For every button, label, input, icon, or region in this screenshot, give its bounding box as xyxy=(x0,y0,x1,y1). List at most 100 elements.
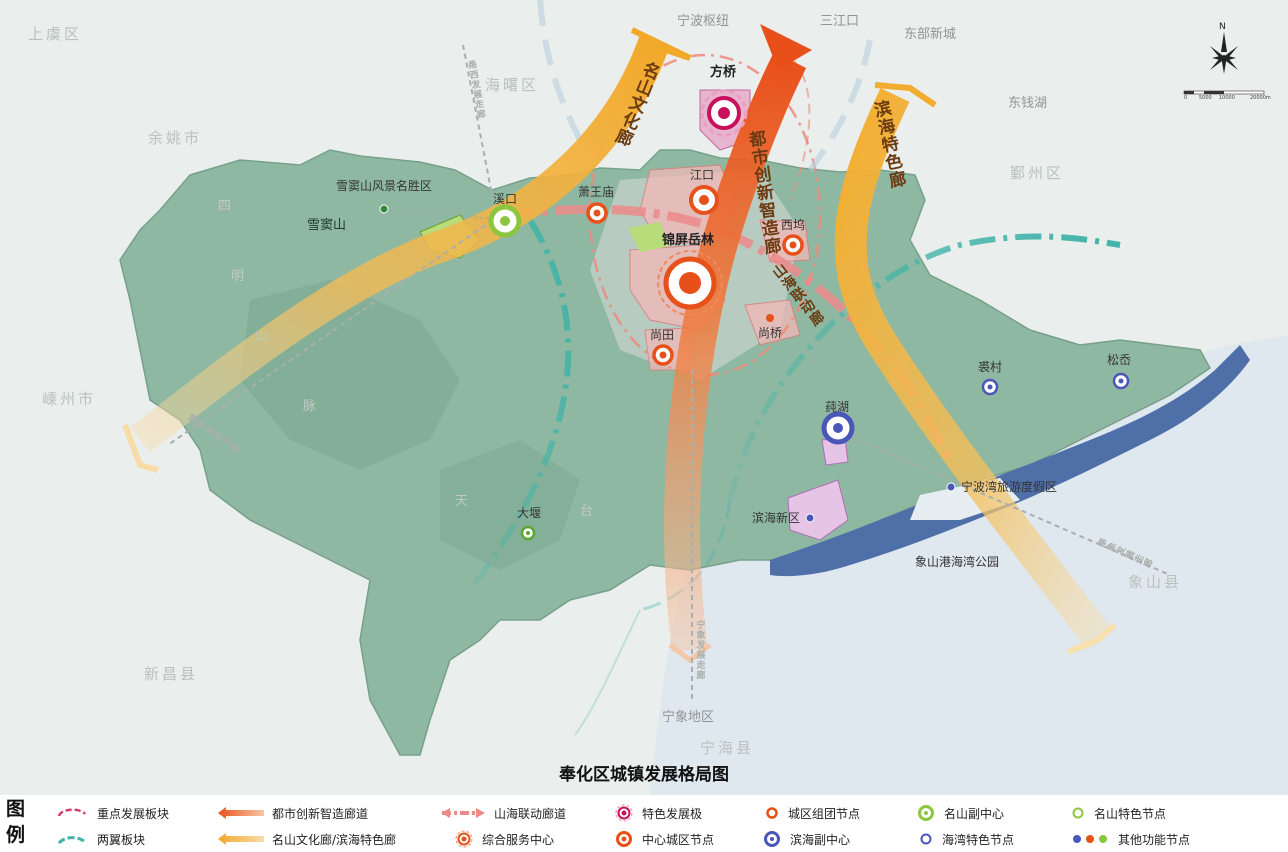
label-xiangshan-gulf: 象山港海湾公园 xyxy=(915,555,1000,569)
label-xuedou-mountain: 雪窦山 xyxy=(307,218,347,233)
map-title: 奉化区城镇发展格局图 xyxy=(559,765,729,785)
binhai-corridor-tail xyxy=(1066,622,1117,655)
mingshan-corridor-head xyxy=(630,27,692,61)
legend-two-wings: 两翼板块 xyxy=(55,830,145,848)
legend-heading: 图例 xyxy=(6,798,26,846)
label-xikou: 溪口 xyxy=(493,192,518,206)
node-dayan[interactable] xyxy=(520,525,536,541)
label-xiangshan: 象山县 xyxy=(1128,573,1183,591)
label-dayan: 大堰 xyxy=(517,506,542,520)
legend-key-block: 重点发展板块 xyxy=(55,804,169,822)
scale-label-1: 5000 xyxy=(1199,95,1212,101)
north-label: N xyxy=(1219,22,1226,32)
shanhai-corridor-swatch-icon xyxy=(441,808,485,818)
label-ningxiang-road: 宁象发展走廊 xyxy=(694,620,705,680)
mingshan-corridor-band xyxy=(130,34,671,453)
node-songao[interactable] xyxy=(1112,372,1130,390)
node-xiaowangmiao[interactable] xyxy=(586,202,608,224)
feature-pole-swatch-icon xyxy=(615,804,633,822)
mingshan-corridor-tail xyxy=(122,423,159,473)
binhai-corridor-head xyxy=(874,82,937,108)
map-canvas: 上虞区 海曙区 余姚市 嵊州市 新昌县 宁海县 鄞州区 象山县 宁波枢纽 三江口… xyxy=(0,0,1288,795)
label-yuyao: 余姚市 xyxy=(148,129,203,147)
label-xiaowangmiao: 萧王庙 xyxy=(578,185,615,199)
node-shangqiao[interactable] xyxy=(766,314,774,322)
legend-binhai-sub: 滨海副中心 xyxy=(762,830,850,848)
legend-other-node: 其他功能节点 xyxy=(1070,830,1190,848)
legend-mountain-node: 名山特色节点 xyxy=(1070,804,1166,822)
legend-mountain-sub: 名山副中心 xyxy=(916,804,1004,822)
node-binhai-new[interactable] xyxy=(805,513,815,523)
node-jinping-service[interactable] xyxy=(657,250,723,316)
node-jiangkou[interactable] xyxy=(689,185,719,215)
node-xikou[interactable] xyxy=(488,204,522,238)
legend-dushi-corridor: 都市创新智造廊道 xyxy=(218,804,368,822)
scenic-link-line xyxy=(383,208,495,220)
node-ningbo-bay[interactable] xyxy=(946,482,956,492)
label-jinping: 锦屏岳林 xyxy=(662,233,715,248)
label-ningxiang: 宁象地区 xyxy=(662,710,715,725)
label-peicun: 裘村 xyxy=(978,360,1003,374)
node-xuedou-scenic[interactable] xyxy=(379,204,389,214)
legend-service-center: 综合服务中心 xyxy=(454,830,554,848)
label-mountain-tai: 台 xyxy=(580,504,595,519)
north-arrow-icon xyxy=(1210,32,1238,74)
wing-arc-west xyxy=(467,218,572,592)
label-ningbo-hub: 宁波枢纽 xyxy=(677,14,730,29)
dushi-corridor-arrow xyxy=(760,24,812,70)
key-block-swatch-icon xyxy=(57,808,87,817)
mountain-shade-south xyxy=(440,440,580,570)
label-dongbu: 东部新城 xyxy=(904,27,957,42)
key-block-north-arc xyxy=(779,49,811,201)
bay-node-swatch-icon xyxy=(920,833,932,845)
label-mountain-ming: 明 xyxy=(231,269,246,284)
scale-label-0: 0 xyxy=(1184,95,1188,101)
node-shangtian[interactable] xyxy=(652,344,674,366)
legend-feature-pole: 特色发展极 xyxy=(614,804,702,822)
dushi-corridor-tail xyxy=(668,643,712,664)
dushi-corridor-swatch-icon xyxy=(218,807,264,819)
legend-center-node: 中心城区节点 xyxy=(614,830,714,848)
node-peicun[interactable] xyxy=(981,378,999,396)
legend-cluster-node: 城区组团节点 xyxy=(764,804,860,822)
north-hint-arc xyxy=(537,0,583,142)
label-sanjiangkou: 三江口 xyxy=(820,14,860,29)
node-chunhu[interactable] xyxy=(821,411,855,445)
label-jiangkou: 江口 xyxy=(690,168,715,182)
wing-arc-west-tail xyxy=(574,609,641,736)
label-xiwu: 西坞 xyxy=(781,218,806,232)
wing-arc-east xyxy=(727,233,1121,501)
node-xiwu[interactable] xyxy=(782,234,804,256)
mountain-node-swatch-icon xyxy=(1072,807,1084,819)
label-mountain-tian: 天 xyxy=(455,494,470,509)
label-binhai-new: 滨海新区 xyxy=(752,511,801,525)
label-fangqiao: 方桥 xyxy=(710,65,737,80)
center-node-swatch-icon xyxy=(616,831,632,847)
label-dongqianhu: 东钱湖 xyxy=(1008,96,1048,111)
label-mountain-shan: 山 xyxy=(255,329,270,344)
map-graphic xyxy=(0,0,1288,795)
legend-shanhai-corridor: 山海联动廊道 xyxy=(440,804,566,822)
label-ningbo-bay: 宁波湾旅游度假区 xyxy=(961,480,1058,494)
fengxiang-road-line xyxy=(839,431,1171,576)
urban-block-shangqiao xyxy=(744,299,801,346)
label-songao: 松岙 xyxy=(1107,353,1132,367)
other-node-swatch-icon xyxy=(1073,835,1107,843)
culture-corridor-swatch-icon xyxy=(218,833,264,845)
scale-label-3: 20000m xyxy=(1250,95,1271,101)
node-fangqiao-pole[interactable] xyxy=(700,89,748,137)
mountain-sub-swatch-icon xyxy=(918,805,934,821)
label-shengzhou: 嵊州市 xyxy=(42,390,97,408)
binhai-new-block xyxy=(787,479,849,541)
xiangshan-bay-water xyxy=(770,345,1250,577)
label-shangqiao: 尚桥 xyxy=(758,326,783,340)
service-center-swatch-icon xyxy=(455,830,473,848)
northeast-hint-arc xyxy=(807,39,873,172)
legend-culture-corridor: 名山文化廊/滨海特色廊 xyxy=(218,830,396,848)
scale-label-2: 10000 xyxy=(1219,95,1235,101)
label-shangtian: 尚田 xyxy=(650,328,675,342)
binhai-sub-swatch-icon xyxy=(764,831,780,847)
scale-bar xyxy=(1183,90,1265,95)
shengfeng-road-line xyxy=(167,214,501,446)
label-xinchang: 新昌县 xyxy=(144,665,199,683)
